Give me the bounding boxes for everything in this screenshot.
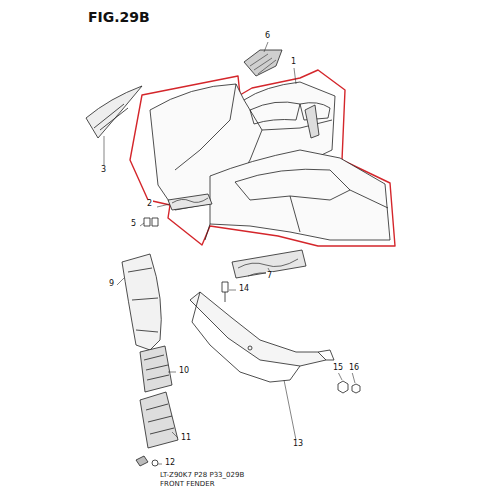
callout-number: 9 — [108, 280, 115, 289]
callout-number: 15 — [332, 364, 344, 373]
screw — [136, 456, 158, 466]
drawing-code: LT-Z90K7 P28 P33_029B — [160, 472, 244, 480]
decal — [168, 194, 306, 278]
callout-number: 12 — [164, 459, 176, 468]
callout-number: 3 — [100, 166, 107, 175]
figure-title: FIG.29B — [88, 10, 150, 25]
bracket — [190, 292, 334, 382]
grille — [122, 254, 178, 448]
clip — [144, 218, 158, 226]
caption: FRONT FENDER — [160, 481, 215, 489]
callout-number: 7 — [266, 272, 273, 281]
nut — [338, 381, 360, 393]
callout-number: 16 — [348, 364, 360, 373]
front-fender — [150, 82, 390, 240]
callout-number: 13 — [292, 440, 304, 449]
callout-number: 6 — [264, 32, 271, 41]
callout-number: 10 — [178, 367, 190, 376]
decal — [244, 50, 282, 76]
callout-number: 2 — [146, 200, 153, 209]
callout-number: 14 — [238, 285, 250, 294]
leader-line — [104, 42, 355, 464]
highlight-outline — [130, 70, 395, 246]
callout-number: 11 — [180, 434, 192, 443]
callout-number: 5 — [130, 220, 137, 229]
bolt — [222, 282, 228, 302]
side-panel — [86, 86, 142, 138]
callout-number: 1 — [290, 58, 297, 67]
